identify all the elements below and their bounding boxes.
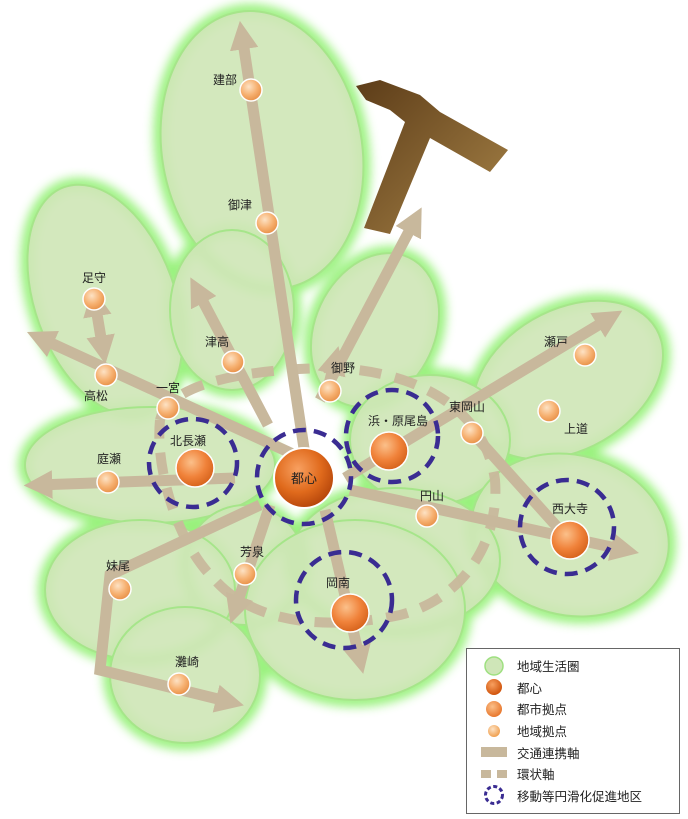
label-ashimori: 足守 bbox=[82, 271, 106, 285]
label-kenbu: 建部 bbox=[213, 72, 237, 87]
label-mino: 御野 bbox=[331, 360, 355, 375]
promo-district-kitanagase bbox=[146, 416, 240, 510]
label-joto: 上道 bbox=[564, 422, 588, 436]
label-konan: 岡南 bbox=[326, 575, 350, 590]
local-hub-seno bbox=[108, 577, 132, 601]
legend-row: 交通連携軸 bbox=[475, 741, 679, 763]
green-circle-icon bbox=[475, 656, 513, 676]
city-hub-kitanagase bbox=[175, 448, 215, 488]
local-hub-marunoyama bbox=[415, 504, 439, 528]
local-hub-tsudaka bbox=[221, 350, 245, 374]
orange-circle-icon bbox=[475, 699, 513, 719]
small-orange-circle-icon bbox=[475, 721, 513, 741]
legend-label-promotion-district: 移動等円滑化促進地区 bbox=[517, 788, 643, 804]
label-hama-haraojima: 浜・原尾島 bbox=[368, 413, 428, 428]
promo-district-center bbox=[254, 427, 354, 527]
local-hub-seto bbox=[573, 343, 597, 367]
label-nadasaki: 灘崎 bbox=[175, 655, 199, 669]
solid-bar-icon bbox=[475, 742, 513, 762]
dashed-bar-icon bbox=[475, 764, 513, 784]
center-hub bbox=[273, 447, 335, 509]
label-kitanagase: 北長瀬 bbox=[170, 434, 206, 448]
local-hub-mitsu bbox=[255, 211, 279, 235]
label-seto: 瀬戸 bbox=[544, 335, 568, 349]
label-tsudaka: 津高 bbox=[205, 334, 229, 349]
label-ichinomiya: 一宮 bbox=[156, 380, 180, 395]
local-hub-ashimori bbox=[82, 287, 106, 311]
local-hub-joto bbox=[537, 399, 561, 423]
local-hub-haga bbox=[233, 562, 257, 586]
legend-row: 移動等円滑化促進地区 bbox=[475, 785, 679, 807]
ring-axis bbox=[154, 362, 501, 628]
label-higashiokayama: 東岡山 bbox=[449, 400, 485, 414]
promotion-districts bbox=[146, 387, 617, 651]
dashed-blue-circle-icon bbox=[475, 785, 513, 806]
label-niwase: 庭瀬 bbox=[97, 451, 121, 466]
red-orange-circle-icon bbox=[475, 677, 513, 697]
legend-label-transport-axis: 交通連携軸 bbox=[517, 745, 580, 761]
dark-direction-arrow bbox=[356, 80, 508, 234]
legend-row: 地域拠点 bbox=[475, 720, 679, 742]
local-hub-higashiokayama bbox=[460, 421, 484, 445]
city-hub-hama bbox=[369, 431, 409, 471]
promo-district-saidaiji bbox=[517, 477, 617, 577]
legend: 地域生活圏 都心 都市拠点 地域拠点 交通連携軸 環状軸 bbox=[466, 648, 680, 814]
label-haga: 芳泉 bbox=[240, 545, 264, 559]
local-hub-niwase bbox=[96, 470, 120, 494]
label-takamatsu: 高松 bbox=[84, 388, 108, 403]
local-hub-mino bbox=[318, 379, 342, 403]
legend-label-living-zone: 地域生活圏 bbox=[517, 659, 580, 675]
local-hub-nadasaki bbox=[167, 672, 191, 696]
legend-label-local-hub: 地域拠点 bbox=[517, 724, 568, 740]
label-saidaiji: 西大寺 bbox=[552, 502, 588, 516]
local-hub-ichinomiya bbox=[156, 396, 180, 420]
label-center: 都心 bbox=[291, 472, 317, 487]
hub-labels: 都心 建部 御津 足守 津高 高松 一宮 北長瀬 庭瀬 御野 浜・原尾島 東岡山… bbox=[82, 72, 588, 669]
legend-row: 都心 bbox=[475, 677, 679, 699]
label-seno: 妹尾 bbox=[106, 559, 130, 573]
hubs bbox=[82, 78, 597, 696]
label-mitsu: 御津 bbox=[228, 197, 252, 212]
legend-label-ring-axis: 環状軸 bbox=[517, 767, 555, 783]
local-hub-takamatsu bbox=[94, 363, 118, 387]
legend-label-city-hub: 都市拠点 bbox=[517, 702, 568, 718]
label-marunoyama: 円山 bbox=[420, 489, 444, 503]
local-hub-kenbu bbox=[239, 78, 263, 102]
legend-label-center: 都心 bbox=[517, 680, 543, 696]
legend-row: 環状軸 bbox=[475, 763, 679, 785]
city-hub-saidaiji bbox=[550, 520, 590, 560]
legend-row: 地域生活圏 bbox=[475, 655, 679, 677]
promo-district-hama bbox=[343, 387, 441, 485]
legend-row: 都市拠点 bbox=[475, 698, 679, 720]
city-hub-konan bbox=[330, 593, 370, 633]
promo-district-konan bbox=[293, 549, 395, 651]
